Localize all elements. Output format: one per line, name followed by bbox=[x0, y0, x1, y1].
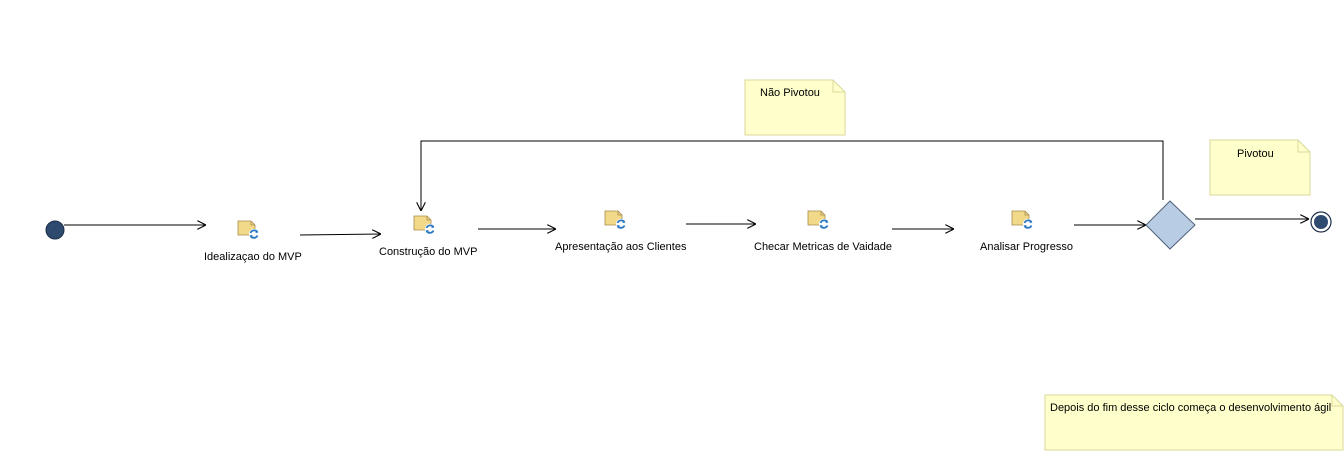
decision-node[interactable] bbox=[1145, 200, 1196, 250]
note-fold bbox=[832, 80, 845, 93]
activity-label-construcao: Construção do MVP bbox=[379, 246, 478, 258]
activity-icon[interactable] bbox=[237, 220, 261, 241]
initial-node[interactable] bbox=[45, 220, 65, 240]
activity-label-checar: Checar Metricas de Vaidade bbox=[754, 241, 892, 253]
activity-icon[interactable] bbox=[604, 210, 628, 231]
note-pivotou-shape[interactable] bbox=[1209, 139, 1311, 196]
note-depois: Depois do fim desse ciclo começa o desen… bbox=[1050, 402, 1332, 414]
final-node-inner bbox=[1314, 215, 1328, 229]
note-depois-shape[interactable] bbox=[1044, 394, 1344, 451]
flow-a1-to-a2 bbox=[299, 234, 381, 235]
note-nao-pivotou-shape[interactable] bbox=[744, 79, 846, 136]
activity-label-analisar: Analisar Progresso bbox=[980, 241, 1073, 253]
activity-label-idealizacao: Idealizaçao do MVP bbox=[204, 251, 302, 263]
note-fold bbox=[1331, 395, 1343, 407]
flow-loop-back bbox=[421, 140, 1164, 211]
activity-icon[interactable] bbox=[807, 210, 831, 231]
note-pivotou: Pivotou bbox=[1237, 148, 1274, 160]
activity-icon[interactable] bbox=[413, 215, 437, 236]
activity-icon[interactable] bbox=[1011, 210, 1035, 231]
activity-label-apresentacao: Apresentação aos Clientes bbox=[555, 241, 687, 253]
note-nao-pivotou: Não Pivotou bbox=[760, 87, 820, 99]
note-fold bbox=[1297, 140, 1310, 153]
